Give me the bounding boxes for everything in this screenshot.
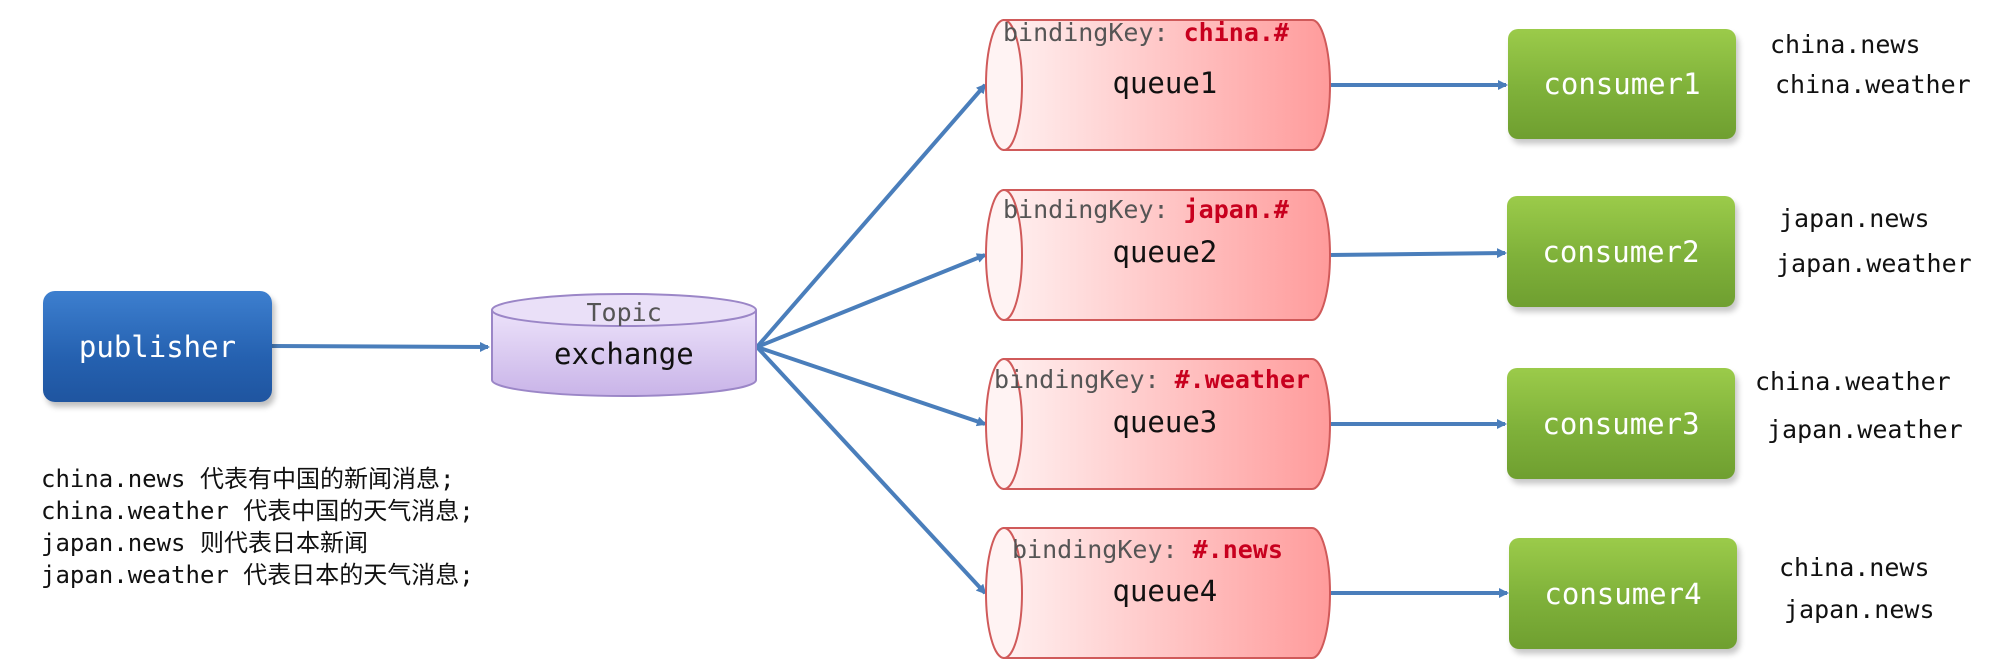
- arrow-publisher-exchange: [271, 341, 490, 352]
- binding-key-prefix: bindingKey:: [994, 365, 1175, 394]
- queue3-label: queue3: [1112, 405, 1218, 439]
- binding-key-prefix: bindingKey:: [1012, 535, 1193, 564]
- arrows: [271, 80, 1509, 598]
- routing-key-description: japan.weather 代表日本的天气消息;: [41, 561, 474, 589]
- exchange-cylinder: [491, 293, 757, 397]
- publisher-label: publisher: [78, 329, 237, 364]
- consumer2-routing-key: japan.weather: [1776, 249, 1972, 278]
- binding-key-queue3: bindingKey: #.weather: [994, 365, 1310, 394]
- consumer3-label: consumer3: [1542, 406, 1700, 441]
- consumer3-routing-key: china.weather: [1755, 367, 1951, 396]
- arrow-exchange-queue4: [755, 345, 987, 595]
- consumer1-label: consumer1: [1543, 67, 1701, 101]
- binding-key-value: #.weather: [1174, 365, 1311, 394]
- queue2-label: queue2: [1112, 235, 1218, 269]
- arrow-exchange-queue3: [756, 345, 987, 427]
- routing-key-description: japan.news 则代表日本新闻: [41, 529, 368, 557]
- binding-key-prefix: bindingKey:: [1003, 195, 1184, 224]
- binding-key-value: #.news: [1192, 535, 1283, 564]
- arrow-exchange-queue2: [756, 253, 987, 349]
- consumer3-box: consumer3: [1507, 368, 1735, 479]
- queue4-label: queue4: [1112, 574, 1218, 608]
- binding-key-prefix: bindingKey:: [1003, 18, 1184, 47]
- queue4-cylinder: [985, 527, 1331, 659]
- consumer1-box: consumer1: [1508, 29, 1736, 139]
- queue1-label: queue1: [1112, 66, 1218, 100]
- exchange-type-label: Topic: [586, 298, 662, 327]
- arrow-exchange-queue1: [755, 83, 987, 349]
- publisher-box: publisher: [43, 291, 272, 402]
- routing-key-description: china.news 代表有中国的新闻消息;: [41, 465, 455, 493]
- binding-key-queue1: bindingKey: china.#: [1003, 18, 1289, 47]
- consumer4-routing-key: china.news: [1779, 553, 1930, 582]
- queue1-cylinder: [985, 19, 1331, 151]
- queue2-cylinder: [985, 189, 1331, 321]
- exchange-name-label: exchange: [554, 337, 694, 371]
- queue-cylinders: [985, 19, 1331, 659]
- consumer4-routing-key: japan.news: [1784, 595, 1935, 624]
- binding-key-value: china.#: [1183, 18, 1289, 47]
- consumer3-routing-key: japan.weather: [1767, 415, 1963, 444]
- arrow-queue2-consumer2: [1329, 248, 1507, 259]
- queue3-cylinder: [985, 358, 1331, 490]
- consumer4-label: consumer4: [1544, 576, 1702, 611]
- consumer1-routing-key: china.news: [1770, 30, 1921, 59]
- binding-key-queue2: bindingKey: japan.#: [1003, 195, 1289, 224]
- consumer2-routing-key: japan.news: [1779, 204, 1930, 233]
- consumer2-box: consumer2: [1507, 196, 1735, 307]
- binding-key-value: japan.#: [1183, 195, 1289, 224]
- consumer1-routing-key: china.weather: [1775, 70, 1971, 99]
- binding-key-queue4: bindingKey: #.news: [1012, 535, 1283, 564]
- consumer4-box: consumer4: [1509, 538, 1737, 649]
- consumer2-label: consumer2: [1542, 234, 1700, 269]
- routing-key-description: china.weather 代表中国的天气消息;: [41, 497, 474, 525]
